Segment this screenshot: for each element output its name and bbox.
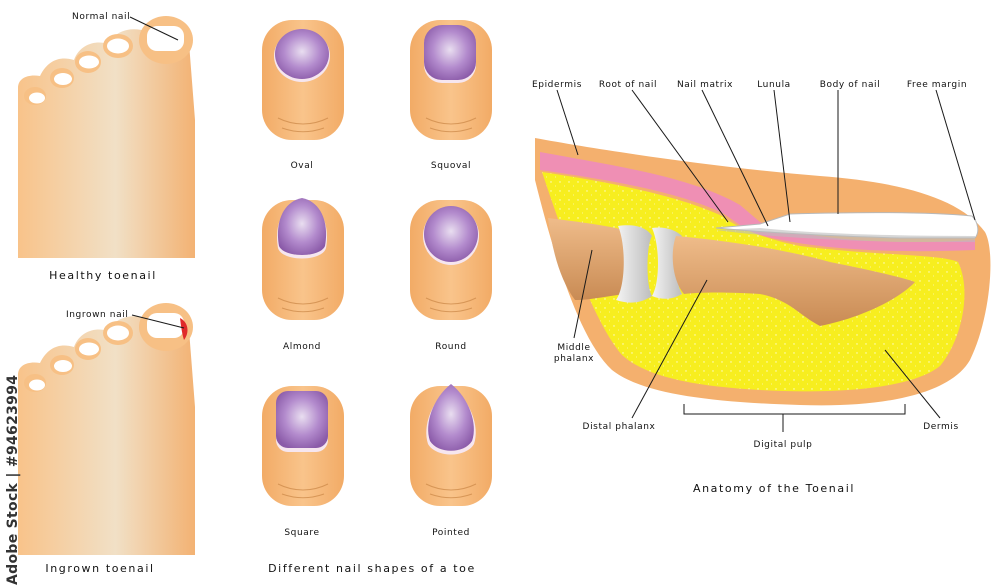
label-dermis: Dermis bbox=[923, 422, 959, 432]
shape-label-round: Round bbox=[435, 342, 466, 352]
label-lunula: Lunula bbox=[757, 80, 791, 90]
shape-label-oval: Oval bbox=[291, 161, 314, 171]
nail-shapes-caption: Different nail shapes of a toe bbox=[268, 562, 476, 575]
ingrown-toenail-caption: Ingrown toenail bbox=[45, 562, 154, 575]
shape-label-squoval: Squoval bbox=[431, 161, 471, 171]
shape-square bbox=[262, 386, 344, 506]
epidermis-layer bbox=[540, 152, 975, 252]
label-distal-phalanx: Distal phalanx bbox=[583, 422, 656, 432]
shape-oval bbox=[262, 20, 344, 140]
lunula-leader bbox=[773, 89, 791, 223]
healthy-foot: Normal nail bbox=[18, 12, 195, 258]
toenail-small-2 bbox=[54, 73, 72, 85]
ingrown-nail bbox=[147, 313, 184, 338]
label-root-of-nail: Root of nail bbox=[599, 80, 657, 90]
shape-label-almond: Almond bbox=[283, 342, 321, 352]
normal-nail bbox=[147, 26, 184, 51]
matrix-leader bbox=[701, 89, 769, 227]
root-leader bbox=[631, 89, 729, 223]
shape-label-square: Square bbox=[284, 528, 319, 538]
healthy-toenail-caption: Healthy toenail bbox=[49, 269, 157, 282]
ingrown-foot: Ingrown nail bbox=[18, 303, 195, 555]
epidermis-leader bbox=[556, 89, 579, 156]
shape-pointed bbox=[410, 384, 492, 506]
joint-cartilage bbox=[616, 225, 652, 303]
label-middle-phalanx-line1: Middle bbox=[557, 343, 590, 353]
toenail-anatomy bbox=[535, 138, 991, 406]
shape-label-pointed: Pointed bbox=[432, 528, 470, 538]
distal-phalanx-bone bbox=[672, 236, 915, 326]
toenail-small-1 bbox=[29, 92, 45, 104]
middle-phalanx-bone bbox=[548, 218, 646, 300]
middle-phalanx-leader bbox=[573, 249, 593, 339]
normal-nail-label: Normal nail bbox=[72, 12, 130, 22]
shape-round bbox=[410, 200, 492, 320]
ingrown-nail-leader bbox=[131, 314, 185, 329]
label-digital-pulp: Digital pulp bbox=[754, 440, 813, 450]
anatomy-caption: Anatomy of the Toenail bbox=[693, 482, 855, 495]
label-nail-matrix: Nail matrix bbox=[677, 80, 733, 90]
stock-watermark: Adobe Stock | #94623994 bbox=[5, 374, 21, 585]
nail-shapes bbox=[262, 20, 492, 506]
shape-squoval bbox=[410, 20, 492, 140]
label-free-margin: Free margin bbox=[907, 80, 967, 90]
ingrown-nail-label: Ingrown nail bbox=[66, 310, 128, 320]
label-body-of-nail: Body of nail bbox=[820, 80, 881, 90]
free-margin-leader bbox=[935, 89, 976, 221]
toenail-small-4 bbox=[107, 38, 129, 54]
distal-phalanx-leader bbox=[631, 279, 708, 419]
dermis-leader bbox=[884, 349, 941, 419]
normal-nail-leader bbox=[129, 16, 179, 41]
label-epidermis: Epidermis bbox=[532, 80, 582, 90]
shape-almond bbox=[262, 198, 344, 320]
digital-pulp-bracket bbox=[683, 404, 906, 432]
label-middle-phalanx-line2: phalanx bbox=[554, 354, 594, 364]
ingrown-redness bbox=[180, 318, 188, 340]
toenail-small-3 bbox=[79, 55, 99, 69]
